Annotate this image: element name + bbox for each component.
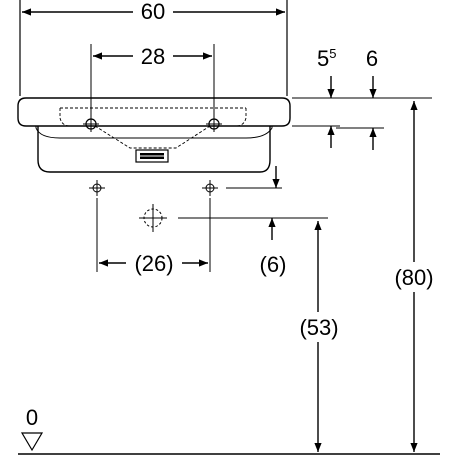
supply-point-left bbox=[89, 180, 105, 196]
overall-width-label: 60 bbox=[141, 0, 165, 24]
dimension-rim-thickness: 55 bbox=[292, 46, 340, 148]
floor-level-label: 0 bbox=[26, 405, 38, 430]
waste-connection bbox=[139, 204, 167, 232]
waste-spacing-label: (26) bbox=[134, 251, 173, 276]
supply-point-right bbox=[202, 180, 218, 196]
dimension-rim-height: (80) bbox=[394, 101, 434, 452]
dimension-overall-width: 60 bbox=[19, 0, 288, 96]
overflow-offset-label: 6 bbox=[366, 46, 378, 71]
dimension-waste-spacing: (26) bbox=[96, 198, 211, 276]
tap-hole-left bbox=[83, 116, 99, 132]
dimension-overflow-offset: 6 bbox=[336, 46, 384, 150]
dimension-tap-hole-spacing: 28 bbox=[90, 44, 215, 120]
waste-height-label: (53) bbox=[299, 315, 338, 340]
floor-level-marker: 0 bbox=[18, 405, 440, 455]
dimension-waste-height: (53) bbox=[299, 221, 339, 452]
rim-thickness-label: 55 bbox=[317, 46, 336, 71]
washbasin-outline bbox=[17, 97, 291, 173]
dimension-waste-drop: (6) bbox=[260, 166, 287, 277]
tap-hole-right bbox=[206, 116, 222, 132]
rim-height-label: (80) bbox=[394, 265, 433, 290]
floor-triangle-icon bbox=[20, 432, 44, 452]
waste-drop-label: (6) bbox=[260, 252, 287, 277]
tap-hole-spacing-label: 28 bbox=[141, 44, 165, 69]
